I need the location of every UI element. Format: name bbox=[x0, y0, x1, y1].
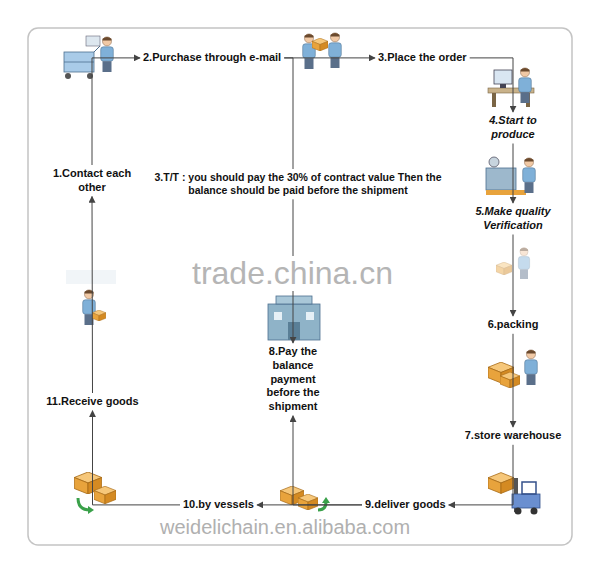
step-text: 9.deliver goods bbox=[365, 498, 446, 512]
step-text: 2.Purchase through e-mail bbox=[143, 51, 281, 65]
step-label: 9.deliver goods bbox=[362, 496, 449, 514]
step-text: 11.Receive goods bbox=[43, 395, 142, 409]
machine-icon bbox=[486, 157, 535, 195]
step-text: 5.Make quality Verification bbox=[469, 205, 557, 233]
customer-icon bbox=[66, 270, 116, 325]
step-label: 6.packing bbox=[478, 316, 548, 334]
step-text: 10.by vessels bbox=[183, 498, 254, 512]
step-text: 1.Contact each other bbox=[45, 167, 139, 195]
step-label: 5.Make quality Verification bbox=[466, 203, 560, 235]
step-label: 11.Receive goods bbox=[40, 393, 145, 411]
step-label: 4.Start to produce bbox=[478, 112, 548, 144]
step-text: 4.Start to produce bbox=[481, 114, 545, 142]
flow-connector bbox=[470, 58, 513, 112]
flow-connector bbox=[513, 334, 514, 427]
flow-connector bbox=[92, 197, 94, 394]
step-text: 3.T/T : you should pay the 30% of contra… bbox=[143, 171, 453, 197]
forklift-icon bbox=[488, 473, 540, 515]
step-label: 7.store warehouse bbox=[453, 427, 573, 445]
flow-connector bbox=[449, 445, 513, 505]
flow-connector bbox=[284, 57, 375, 58]
people-icon bbox=[303, 33, 342, 69]
receive-icon bbox=[74, 472, 116, 514]
shipping-icon bbox=[280, 486, 330, 510]
bank-icon bbox=[268, 296, 320, 340]
frame bbox=[28, 28, 572, 545]
step-label: 2.Purchase through e-mail bbox=[140, 49, 284, 67]
flow-connector bbox=[92, 58, 140, 165]
step-label: 1.Contact each other bbox=[42, 165, 142, 197]
step-text: 6.packing bbox=[481, 318, 545, 332]
flow-connector bbox=[293, 416, 362, 505]
watermark: weidelichain.en.alibaba.com bbox=[158, 516, 412, 538]
computer-icon bbox=[488, 68, 534, 107]
step-label: 3.Place the order bbox=[375, 49, 470, 67]
step-label: 10.by vessels bbox=[180, 496, 257, 514]
step-label: 8.Pay the balance payment before the shi… bbox=[250, 343, 336, 416]
step-text: 7.store warehouse bbox=[456, 429, 570, 443]
step-text: 8.Pay the balance payment before the shi… bbox=[253, 345, 333, 414]
step-text: 3.Place the order bbox=[378, 51, 467, 65]
flow-connector bbox=[284, 58, 293, 169]
step-label: 3.T/T : you should pay the 30% of contra… bbox=[140, 169, 456, 199]
flow-connector bbox=[513, 144, 514, 204]
flow-connector bbox=[93, 411, 181, 505]
flow-connector bbox=[513, 235, 514, 317]
watermark: trade.china.cn bbox=[190, 256, 395, 291]
